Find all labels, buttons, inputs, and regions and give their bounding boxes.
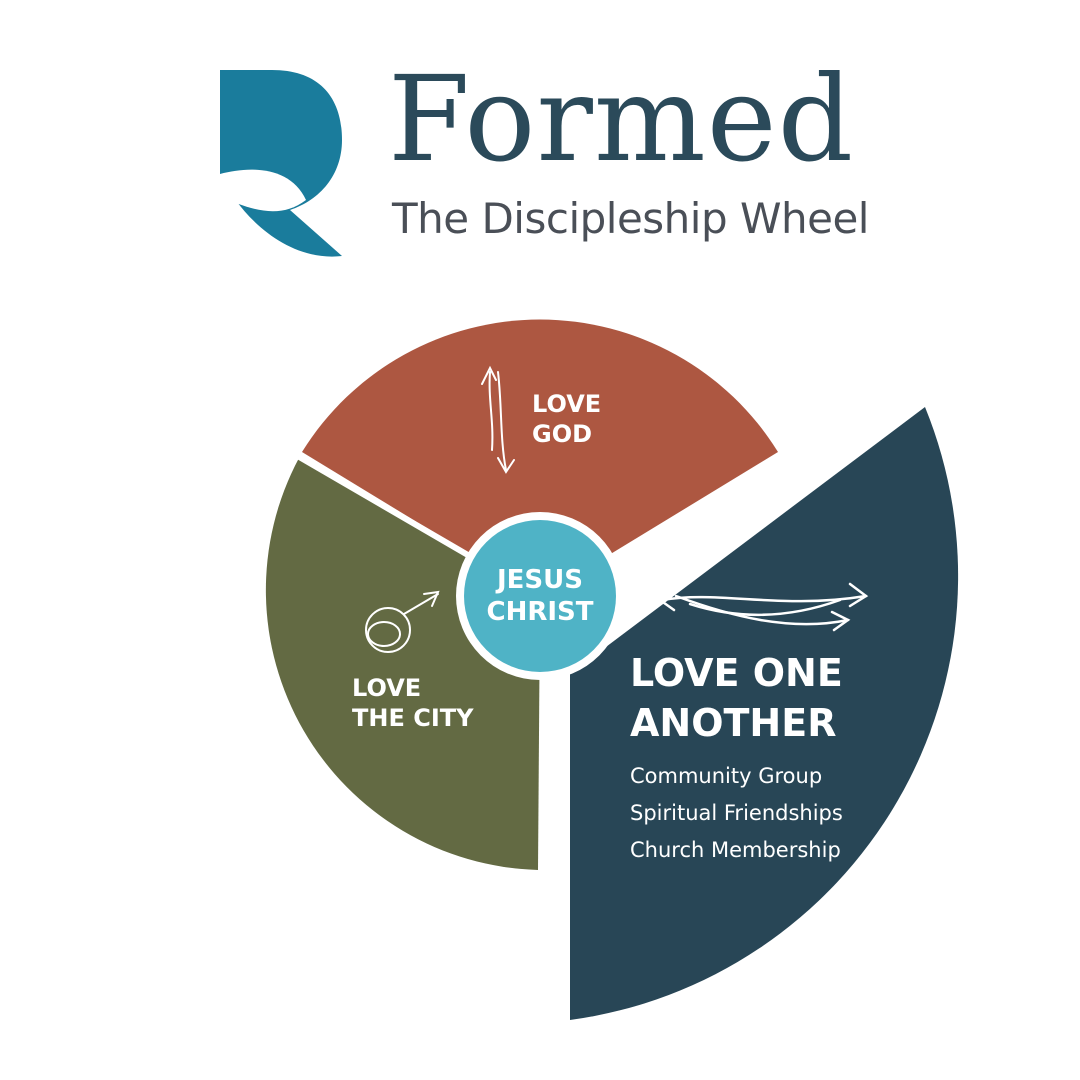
header: Formed The Discipleship Wheel xyxy=(0,0,1080,280)
item-spiritual-friendships: Spiritual Friendships xyxy=(630,801,843,825)
love-god-line2: GOD xyxy=(532,420,592,448)
segment-love-god xyxy=(302,319,778,597)
love-city-line1: LOVE xyxy=(352,674,421,702)
logo-r-icon xyxy=(220,70,342,257)
love-city-line2: THE CITY xyxy=(352,704,474,732)
brand-title: Formed xyxy=(388,50,855,188)
center-line2: CHRIST xyxy=(487,597,594,627)
love-one-another-line1: LOVE ONE xyxy=(630,651,843,695)
segment-love-one-another xyxy=(570,407,959,1020)
globe-arrow-icon xyxy=(365,590,440,653)
brand-subtitle: The Discipleship Wheel xyxy=(392,194,869,243)
item-church-membership: Church Membership xyxy=(630,838,841,862)
up-down-arrows-icon xyxy=(481,365,515,474)
intertwined-arrows-icon xyxy=(657,582,869,632)
love-one-another-line2: ANOTHER xyxy=(630,701,836,745)
center-line1: JESUS xyxy=(495,565,583,595)
love-god-line1: LOVE xyxy=(532,390,601,418)
item-community-group: Community Group xyxy=(630,764,822,788)
